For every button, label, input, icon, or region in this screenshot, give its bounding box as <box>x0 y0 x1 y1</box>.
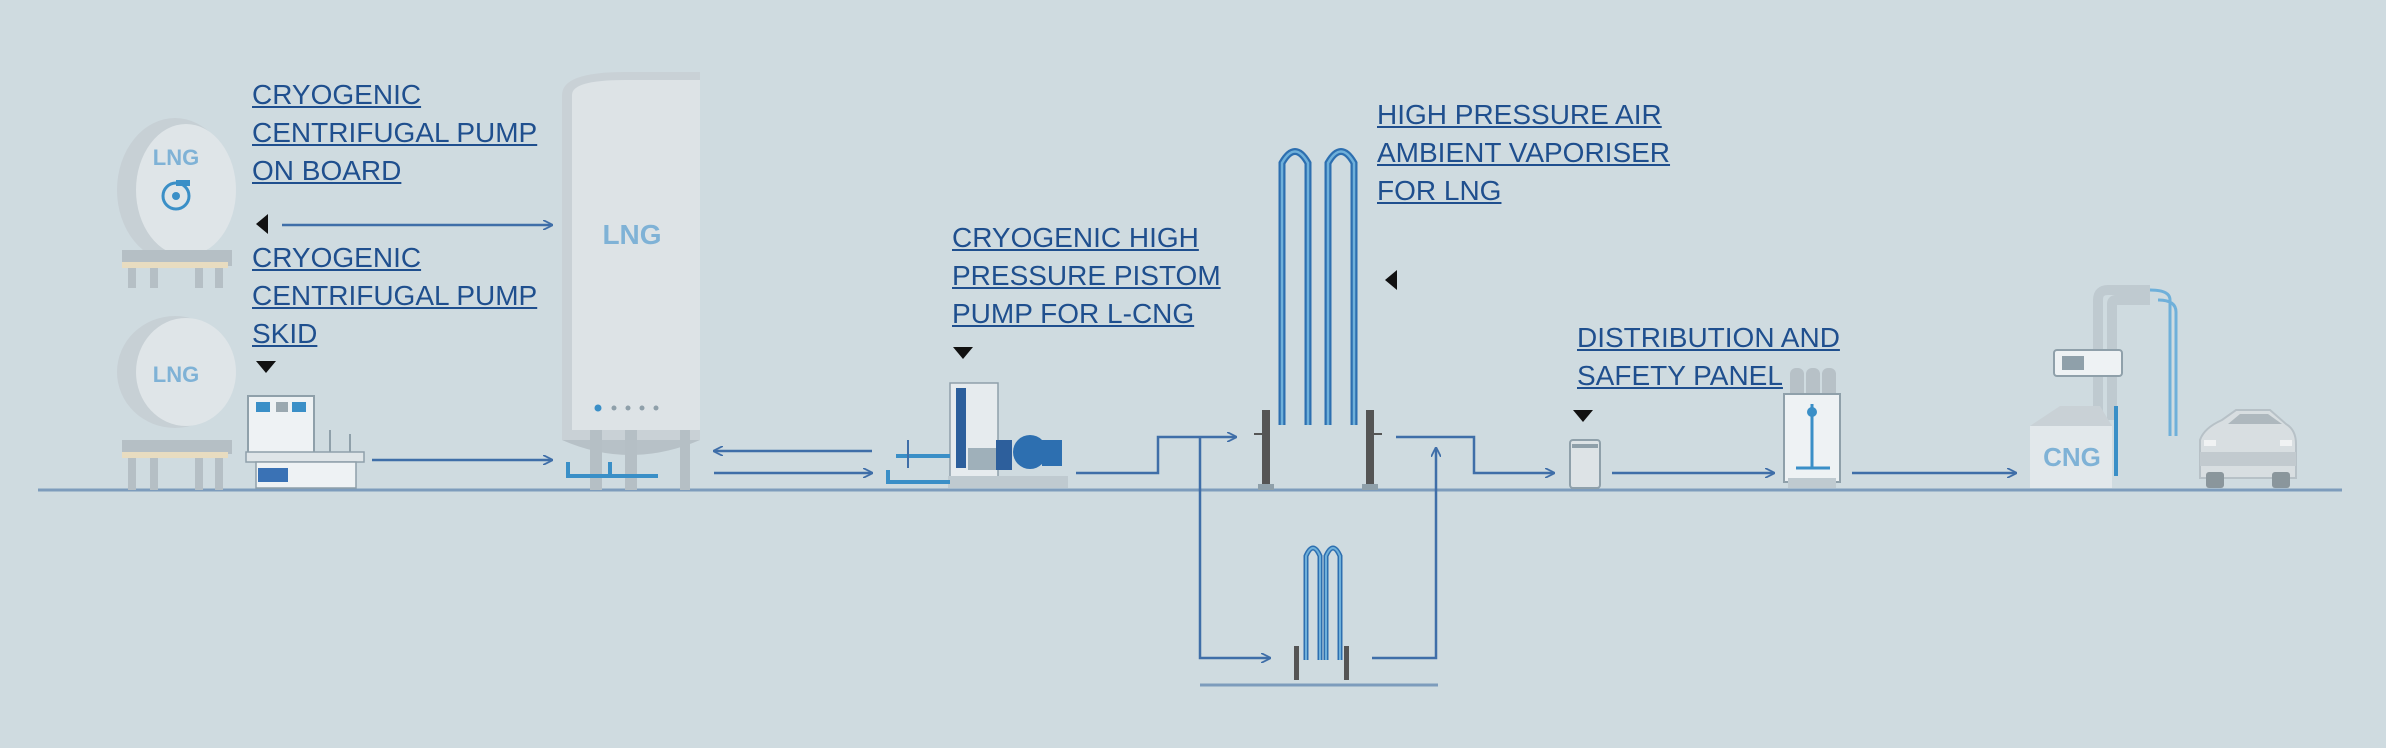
caret-left-icon[interactable] <box>256 214 268 234</box>
lng-text-top: LNG <box>153 145 199 170</box>
piston-pump <box>886 382 1068 488</box>
label-line: CENTRIFUGAL PUMP <box>252 117 538 148</box>
label-line: PUMP FOR L-CNG <box>952 298 1195 329</box>
label-line: PRESSURE PISTOM <box>952 260 1221 291</box>
label-line: CRYOGENIC <box>252 79 422 110</box>
label-line: FOR LNG <box>1377 175 1502 206</box>
lng-text-bottom: LNG <box>153 362 199 387</box>
lng-text-storage: LNG <box>602 219 661 250</box>
label-line: CRYOGENIC <box>252 242 422 273</box>
label-line: ON BOARD <box>252 155 402 186</box>
label-centrifugal-pump-on-board[interactable]: CRYOGENIC CENTRIFUGAL PUMP ON BOARD <box>252 76 537 190</box>
label-line: SKID <box>252 318 318 349</box>
lng-storage-tank: LNG <box>562 72 700 490</box>
caret-down-icon[interactable] <box>256 361 276 373</box>
secondary-vaporiser <box>1294 545 1349 680</box>
label-line: CENTRIFUGAL PUMP <box>252 280 538 311</box>
label-centrifugal-pump-skid[interactable]: CRYOGENIC CENTRIFUGAL PUMP SKID <box>252 239 537 353</box>
label-line: CRYOGENIC HIGH <box>952 222 1199 253</box>
label-air-ambient-vaporiser[interactable]: HIGH PRESSURE AIR AMBIENT VAPORISER FOR … <box>1377 96 1670 210</box>
cng-dispenser: CNG <box>2030 285 2178 488</box>
label-line: HIGH PRESSURE AIR <box>1377 99 1662 130</box>
flow-pump-to-vaporiser <box>1076 437 1236 475</box>
label-piston-pump[interactable]: CRYOGENIC HIGH PRESSURE PISTOM PUMP FOR … <box>952 219 1221 333</box>
flow-vaporiser-out <box>1396 435 1554 473</box>
car-icon <box>2199 409 2297 488</box>
cng-text: CNG <box>2043 442 2101 472</box>
flow-branch-up <box>1372 448 1436 660</box>
label-distribution-safety-panel[interactable]: DISTRIBUTION AND SAFETY PANEL <box>1577 319 1840 395</box>
label-line: SAFETY PANEL <box>1577 360 1783 391</box>
distribution-safety-panel <box>1783 368 1841 488</box>
lng-truck-tank-bottom: LNG <box>117 316 236 490</box>
air-ambient-vaporiser <box>1254 148 1382 490</box>
flow-branch-down <box>1198 437 1270 658</box>
caret-down-icon[interactable] <box>953 347 973 359</box>
label-line: DISTRIBUTION AND <box>1577 322 1840 353</box>
caret-left-icon[interactable] <box>1385 270 1397 290</box>
label-line: AMBIENT VAPORISER <box>1377 137 1671 168</box>
buffer-cylinder <box>1569 439 1601 489</box>
centrifugal-pump-skid <box>245 395 365 489</box>
centrifugal-pump-icon <box>161 180 191 211</box>
lng-truck-tank-top: LNG <box>117 118 236 288</box>
caret-down-icon[interactable] <box>1573 410 1593 422</box>
